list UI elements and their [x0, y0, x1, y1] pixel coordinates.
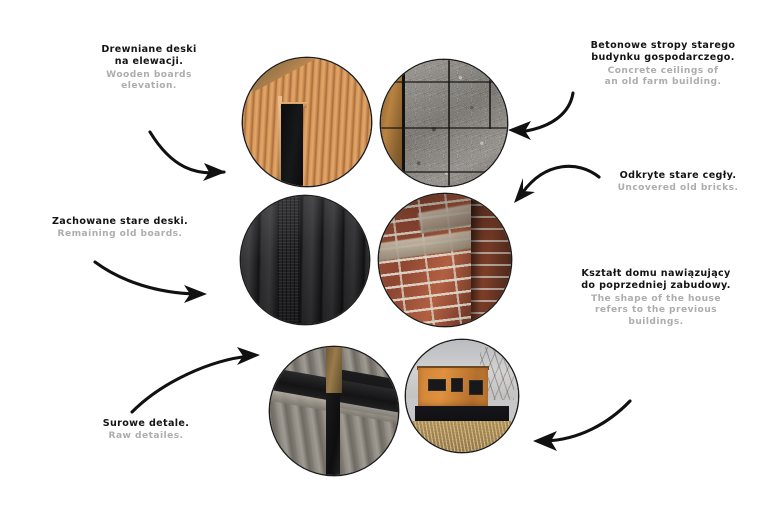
- arrow-to-brick-wall-head: [514, 178, 535, 203]
- arrow-to-house-exterior-shaft: [543, 399, 632, 443]
- annotation-en-text: Remaining old boards.: [57, 229, 183, 240]
- annotation-pl-text: Kształt domu nawiązujący do poprzedniej …: [581, 268, 731, 292]
- annotation-pl-text: Odkryte stare cegły.: [619, 170, 737, 181]
- arrow-to-concrete-slab-head: [508, 121, 531, 140]
- photo-concrete-slab: [381, 60, 507, 186]
- arrow-to-charred-boards-head: [184, 285, 207, 303]
- annotation-raw-details: Surowe detale. Raw detailes.: [62, 418, 230, 443]
- annotation-wooden-boards-elevation: Drewniane deski na elewacji. Wooden boar…: [58, 44, 240, 93]
- annotation-concrete-ceilings: Betonowe stropy starego budynku gospodar…: [558, 40, 768, 89]
- arrow-to-concrete-slab-shaft: [517, 91, 575, 134]
- photo-brick-wall: [379, 194, 511, 326]
- arrow-to-raw-detail-shaft: [130, 354, 252, 414]
- annotation-remaining-old-boards: Zachowane stare deski. Remaining old boa…: [22, 216, 218, 241]
- arrow-to-wooden-facade-shaft: [148, 130, 226, 175]
- photo-house-exterior: [406, 340, 518, 452]
- annotation-en-text: The shape of the house refers to the pre…: [590, 293, 722, 327]
- photo-raw-steel-detail: [270, 347, 398, 475]
- annotation-en-text: Wooden boards elevation.: [106, 69, 192, 92]
- annotation-house-shape: Kształt domu nawiązujący do poprzedniej …: [548, 268, 764, 328]
- arrow-to-house-exterior-head: [533, 431, 557, 451]
- annotation-uncovered-old-bricks: Odkryte stare cegły. Uncovered old brick…: [588, 170, 768, 195]
- annotation-pl-text: Drewniane deski na elewacji.: [101, 44, 197, 68]
- arrow-to-wooden-facade-head: [203, 163, 226, 181]
- arrow-to-charred-boards-shaft: [93, 260, 198, 296]
- arrow-to-raw-detail-head: [237, 347, 260, 365]
- annotation-en-text: Uncovered old bricks.: [617, 183, 739, 194]
- annotation-pl-text: Betonowe stropy starego budynku gospodar…: [590, 40, 736, 64]
- annotation-pl-text: Surowe detale.: [102, 418, 190, 429]
- annotation-pl-text: Zachowane stare deski.: [52, 216, 188, 227]
- photo-charred-boards: [241, 196, 369, 324]
- annotation-en-text: Concrete ceilings of an old farm buildin…: [604, 65, 722, 88]
- annotation-en-text: Raw detailes.: [108, 431, 184, 442]
- photo-wooden-facade: [243, 58, 371, 186]
